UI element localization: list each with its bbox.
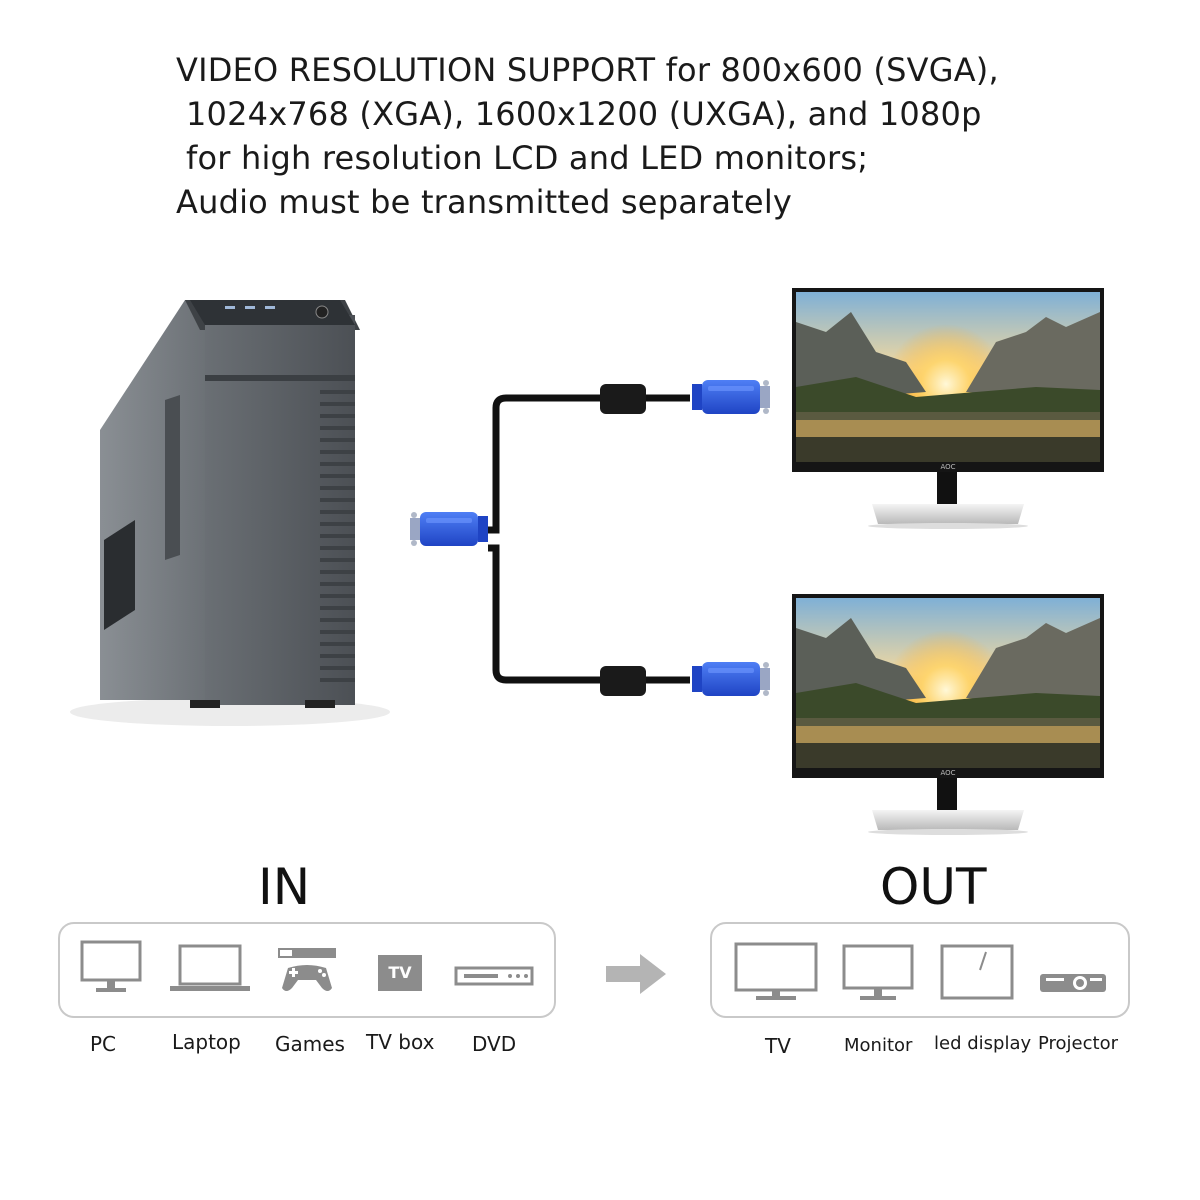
device-label-tv: TV <box>765 1034 791 1058</box>
device-label-games: Games <box>275 1032 345 1056</box>
dvd-player-icon <box>454 966 534 986</box>
tv-icon <box>734 942 818 1000</box>
projector-icon <box>1040 974 1106 992</box>
product-scene: AOC <box>70 0 1200 860</box>
in-title: IN <box>258 858 311 916</box>
output-devices-panel <box>710 922 1130 1018</box>
device-label-led-display: led display <box>934 1033 1032 1054</box>
headline: VIDEO RESOLUTION SUPPORT for 800x600 (SV… <box>176 48 1116 224</box>
monitor-top <box>792 288 1104 529</box>
vga-splitter-cable <box>410 380 770 696</box>
out-title: OUT <box>880 858 987 916</box>
arrow-right-icon <box>606 954 666 994</box>
headline-line-2: 1024x768 (XGA), 1600x1200 (UXGA), and 10… <box>186 95 982 133</box>
monitor-bottom <box>792 594 1104 835</box>
vga-male-connector <box>410 512 488 546</box>
vga-female-connector-top <box>692 380 770 414</box>
game-console-icon <box>278 948 336 991</box>
led-display-icon <box>940 944 1014 1000</box>
laptop-icon <box>170 944 250 991</box>
device-label-monitor: Monitor <box>844 1035 913 1056</box>
tv-box-icon: TV <box>378 955 422 991</box>
device-label-pc: PC <box>90 1032 117 1056</box>
device-label-dvd: DVD <box>472 1032 517 1056</box>
headline-line-1: VIDEO RESOLUTION SUPPORT for 800x600 (SV… <box>176 51 999 89</box>
device-label-projector: Projector <box>1038 1033 1118 1054</box>
monitor-icon <box>842 944 914 1000</box>
pc-tower <box>70 300 390 726</box>
vga-female-connector-bottom <box>692 662 770 696</box>
headline-line-4: Audio must be transmitted separately <box>176 183 793 221</box>
device-label-tv-box: TV box <box>366 1030 435 1054</box>
pc-icon <box>80 940 142 992</box>
headline-line-3: for high resolution LCD and LED monitors… <box>186 139 869 177</box>
device-label-laptop: Laptop <box>172 1030 241 1054</box>
